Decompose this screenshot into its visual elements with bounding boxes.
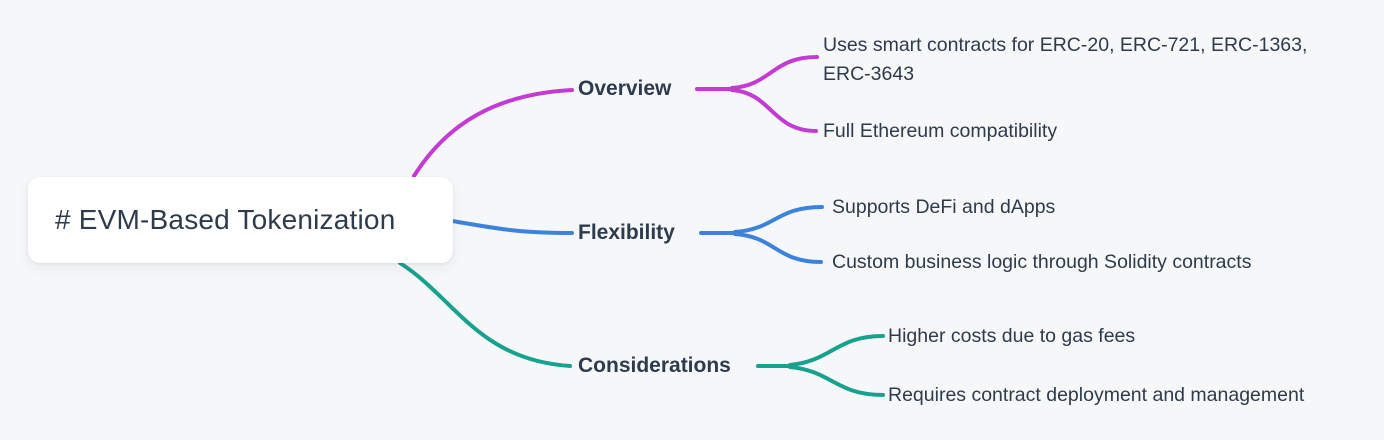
edge-overview-to-child-1 <box>730 55 819 90</box>
branch-node-overview[interactable]: Overview <box>578 77 672 100</box>
edge-flexibility-to-child-2 <box>733 232 823 264</box>
edge-root-to-considerations <box>398 261 572 368</box>
child-node-flexibility-custom-logic[interactable]: Custom business logic through Solidity c… <box>832 251 1252 273</box>
edge-overview-to-child-2 <box>730 88 818 133</box>
child-node-flexibility-defi-dapps[interactable]: Supports DeFi and dApps <box>832 196 1056 218</box>
root-node-label: # EVM-Based Tokenization <box>55 204 396 235</box>
edge-root-to-overview <box>412 88 574 178</box>
edge-flexibility-to-child-1 <box>733 205 824 234</box>
edge-root-to-flexibility <box>450 219 574 235</box>
branch-node-flexibility[interactable]: Flexibility <box>578 221 675 244</box>
child-node-overview-ethereum-compatibility[interactable]: Full Ethereum compatibility <box>823 120 1058 142</box>
child-node-overview-smart-contracts[interactable]: Uses smart contracts for ERC-20, ERC-721… <box>823 34 1308 85</box>
edge-considerations-to-child-2 <box>788 365 885 397</box>
child-node-considerations-gas-fees[interactable]: Higher costs due to gas fees <box>888 325 1136 347</box>
branch-node-considerations[interactable]: Considerations <box>578 354 731 377</box>
root-node[interactable]: # EVM-Based Tokenization <box>28 177 453 263</box>
edge-considerations-to-child-1 <box>788 334 885 367</box>
child-node-considerations-deployment[interactable]: Requires contract deployment and managem… <box>888 384 1305 406</box>
